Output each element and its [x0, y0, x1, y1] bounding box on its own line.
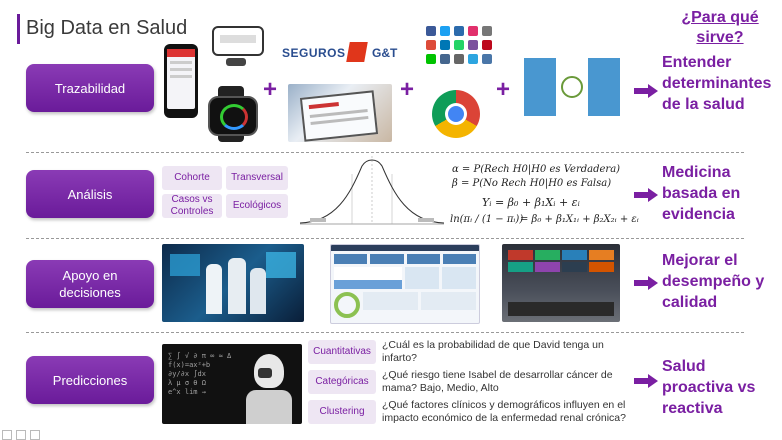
fitness-band-image	[212, 26, 264, 56]
pill-predicciones: Predicciones	[26, 356, 154, 404]
vk-icon	[482, 54, 492, 64]
result-line: Salud	[662, 358, 706, 375]
result-line: Medicina	[662, 164, 731, 181]
chip-clustering: Clustering	[308, 400, 376, 424]
linkedin-icon	[440, 40, 450, 50]
chip-cuantitativas: Cuantitativas	[308, 340, 376, 364]
bell-curve-diagram	[299, 156, 445, 225]
pinterest-icon	[482, 40, 492, 50]
question-cuantitativa: ¿Cuál es la probabilidad de que David te…	[382, 339, 604, 364]
facebook-icon	[426, 26, 436, 36]
slide-title: Big Data en Salud	[26, 17, 188, 39]
divider	[26, 238, 744, 239]
insurer-brand: G&T	[372, 46, 398, 60]
guatemala-flag-image	[524, 58, 620, 116]
smartwatch-image	[204, 86, 258, 142]
dashboard-screenshot	[330, 244, 480, 324]
pointer-icon[interactable]	[2, 430, 12, 440]
result-analisis: Medicina basada en evidencia	[662, 162, 740, 225]
doctors-screens-photo	[162, 244, 304, 322]
result-predicciones: Salud proactiva vs reactiva	[662, 356, 755, 419]
chip-transversal: Transversal	[226, 166, 288, 190]
title-accent-bar	[17, 14, 20, 44]
linear-regression-formula: Yᵢ = β₀ + β₁Xᵢ + εᵢ	[482, 196, 580, 209]
people-icon	[440, 54, 450, 64]
whatsapp-icon	[454, 40, 464, 50]
slide-nav-toolbar[interactable]	[2, 430, 40, 440]
result-line: evidencia	[662, 206, 735, 223]
line-icon	[426, 54, 436, 64]
pill-label-2: decisiones	[59, 285, 121, 300]
arrow-right-icon	[634, 374, 658, 388]
result-trazabilidad: Entender determinantes de la salud	[662, 52, 771, 115]
beta-formula: β = P(No Rech H0|H0 es Falsa)	[452, 178, 612, 189]
instagram-icon	[468, 26, 478, 36]
result-apoyo: Mejorar el desempeño y calidad	[662, 250, 764, 313]
plus-sign: +	[496, 76, 511, 103]
camera-icon	[482, 26, 492, 36]
alpha-formula: α = P(Rech H0|H0 es Verdadera)	[452, 164, 621, 175]
result-line: determinantes	[662, 75, 772, 92]
question-categorica: ¿Qué riesgo tiene Isabel de desarrollar …	[382, 369, 613, 394]
pill-label: Predicciones	[52, 372, 128, 388]
pill-apoyo: Apoyo en decisiones	[26, 260, 154, 308]
flag-emblem-icon	[561, 76, 583, 98]
pill-label: Trazabilidad	[54, 80, 126, 96]
insurer-logo-icon	[346, 42, 368, 62]
result-line: proactiva vs	[662, 379, 756, 396]
result-line: de la salud	[662, 96, 745, 113]
google-plus-icon	[426, 40, 436, 50]
logistic-regression-rhs: = β₀ + β₁X₁ᵢ + β₂X₂ᵢ + εᵢ	[520, 214, 639, 225]
chip-casos-controles: Casos vs Controles	[162, 194, 222, 218]
logistic-regression-lhs: ln(πᵢ / (1 − πᵢ))	[450, 214, 524, 225]
pill-label: Análisis	[67, 186, 113, 202]
result-line: Entender	[662, 54, 732, 71]
twitter-icon	[440, 26, 450, 36]
telegram-icon	[468, 54, 478, 64]
result-line: calidad	[662, 294, 718, 311]
fitness-tracker-image	[226, 58, 246, 66]
pill-trazabilidad: Trazabilidad	[26, 64, 154, 112]
result-line: basada en	[662, 185, 741, 202]
arrow-right-icon	[634, 276, 658, 290]
arrow-right-icon	[634, 188, 658, 202]
plus-sign: +	[263, 76, 278, 103]
chrome-icon	[432, 90, 480, 138]
divider	[26, 152, 744, 153]
smartphone-image	[164, 44, 198, 118]
why-heading: ¿Para qué sirve?	[660, 8, 780, 48]
plus-sign: +	[400, 76, 415, 103]
share-icon	[454, 54, 464, 64]
result-line: reactiva	[662, 400, 723, 417]
insurer-logo-text: SEGUROS	[282, 46, 346, 60]
slides-icon[interactable]	[16, 430, 26, 440]
divider	[26, 332, 744, 333]
tumblr-icon	[454, 26, 464, 36]
result-line: desempeño y	[662, 273, 765, 290]
chip-ecologicos: Ecológicos	[226, 194, 288, 218]
pill-analisis: Análisis	[26, 170, 154, 218]
result-line: Mejorar el	[662, 252, 738, 269]
question-clustering: ¿Qué factores clínicos y demográficos in…	[382, 399, 626, 424]
next-icon[interactable]	[30, 430, 40, 440]
control-room-photo	[502, 244, 620, 322]
why-line-1: ¿Para qué	[681, 9, 759, 26]
arrow-right-icon	[634, 84, 658, 98]
pill-label-1: Apoyo en	[62, 268, 118, 283]
chip-categoricas: Categóricas	[308, 370, 376, 394]
why-line-2: sirve?	[696, 29, 744, 46]
social-icons-grid	[426, 26, 496, 80]
viber-icon	[468, 40, 478, 50]
tablet-photo	[288, 84, 392, 142]
chip-cohorte: Cohorte	[162, 166, 222, 190]
